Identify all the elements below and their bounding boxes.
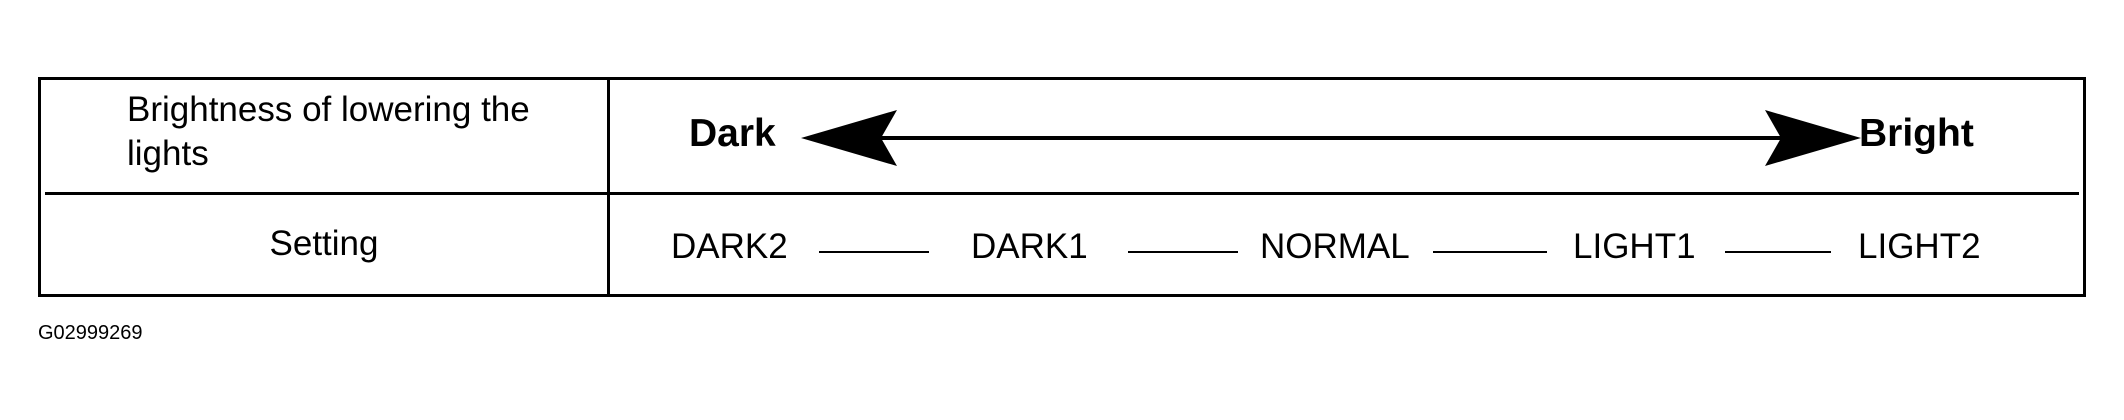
setting-row-label: Setting (269, 224, 379, 263)
setting-light2: LIGHT2 (1858, 227, 1981, 266)
figure-id: G02999269 (38, 322, 143, 344)
setting-light1: LIGHT1 (1573, 227, 1696, 266)
brightness-row-label: Brightness of lowering the lights (127, 90, 530, 173)
dark-label: Dark (689, 112, 776, 155)
setting-connector (1128, 251, 1238, 253)
setting-connector (1725, 251, 1831, 253)
bright-label: Bright (1859, 112, 1974, 155)
column-divider (607, 80, 610, 294)
row-divider (45, 192, 2079, 195)
setting-dark2: DARK2 (671, 227, 788, 266)
setting-normal: NORMAL (1260, 227, 1410, 266)
setting-connector (1433, 251, 1547, 253)
arrow-head-left (801, 110, 897, 166)
double-headed-arrow (801, 110, 1861, 166)
setting-dark1: DARK1 (971, 227, 1088, 266)
setting-connector (819, 251, 929, 253)
arrow-head-right (1765, 110, 1861, 166)
brightness-setting-table: Brightness of lowering the lights Settin… (38, 77, 2086, 297)
